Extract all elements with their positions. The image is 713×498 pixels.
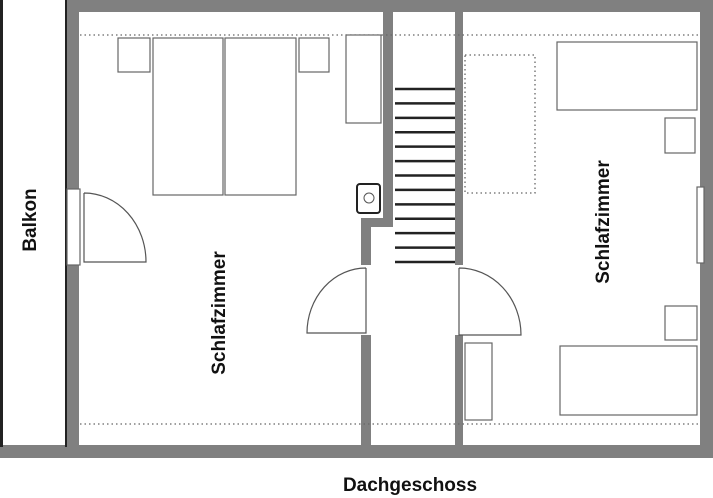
furniture — [66, 34, 705, 421]
bed — [559, 345, 698, 416]
bedroom-left-label: Schlafzimmer — [209, 251, 230, 375]
bed-half — [152, 37, 224, 196]
bed-half — [224, 37, 297, 196]
hall-wall-lower-right — [455, 335, 463, 447]
bottom-wall — [0, 445, 713, 458]
window — [696, 186, 705, 264]
slope-lines — [80, 34, 700, 425]
wardrobe — [345, 34, 382, 124]
balcony-label: Balkon — [20, 188, 41, 252]
balcony-door-frame — [66, 188, 81, 266]
bedroom-right-label: Schlafzimmer — [593, 160, 614, 284]
top-wall — [67, 0, 713, 12]
doors[interactable] — [83, 192, 522, 336]
balcony-rail — [65, 0, 67, 447]
hall-wall-lower-left — [361, 335, 371, 447]
staircase — [395, 87, 455, 264]
left-bedroom-door[interactable] — [306, 267, 367, 334]
hall-wall-upper — [383, 12, 393, 226]
nightstand — [664, 117, 696, 154]
floor-title: Dachgeschoss — [342, 475, 478, 496]
wardrobe — [464, 342, 493, 421]
walls — [0, 0, 713, 458]
stair-wall — [455, 12, 463, 265]
sink — [356, 183, 381, 214]
hall-wall-step — [361, 218, 393, 227]
hall-wall-mid — [361, 218, 371, 265]
balcony-door[interactable] — [83, 192, 147, 263]
sink-drain-icon — [363, 192, 375, 204]
bed — [556, 41, 698, 111]
nightstand — [298, 37, 330, 73]
balcony-edge — [0, 0, 3, 447]
nightstand — [664, 305, 698, 341]
right-bedroom-door[interactable] — [458, 267, 522, 336]
nightstand — [117, 37, 151, 73]
right-wall — [700, 0, 713, 458]
